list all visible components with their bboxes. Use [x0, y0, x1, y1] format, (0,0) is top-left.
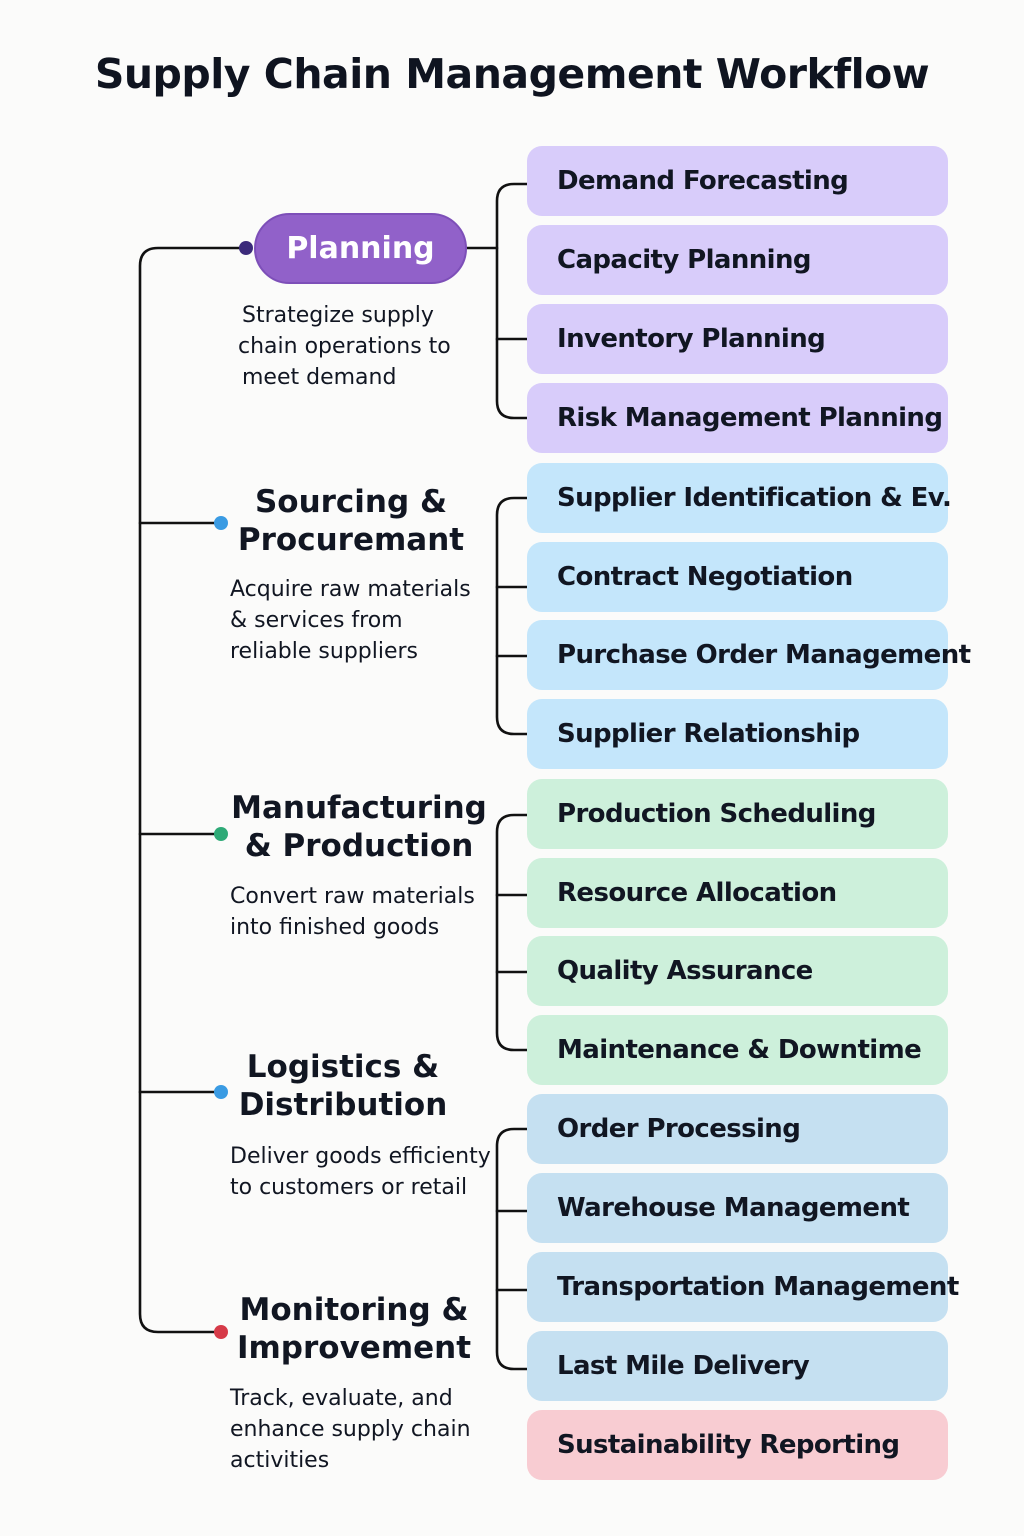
- task-inventory-planning[interactable]: Inventory Planning: [527, 304, 948, 374]
- manufacturing-dot: [214, 827, 228, 841]
- task-warehouse-management[interactable]: Warehouse Management: [527, 1173, 948, 1243]
- task-last-mile-delivery[interactable]: Last Mile Delivery: [527, 1331, 948, 1401]
- bracket-logistics: [495, 1127, 529, 1371]
- stage-planning-pill[interactable]: Planning: [254, 213, 467, 284]
- stage-manufacturing-title: Manufacturing & Production: [231, 790, 487, 864]
- task-purchase-order-management[interactable]: Purchase Order Management: [527, 620, 971, 690]
- task-demand-forecasting[interactable]: Demand Forecasting: [527, 146, 948, 216]
- stage-manufacturing-description: Convert raw materials into finished good…: [230, 884, 475, 940]
- task-supplier-relationship[interactable]: Supplier Relationship: [527, 699, 948, 769]
- stage-planning-title: Planning: [286, 231, 435, 266]
- stage-monitoring-title: Monitoring & Improvement: [236, 1292, 472, 1366]
- task-risk-management-planning[interactable]: Risk Management Planning: [527, 383, 948, 453]
- logistics-dot: [214, 1085, 228, 1099]
- bracket-sourcing: [495, 496, 529, 736]
- task-order-processing[interactable]: Order Processing: [527, 1094, 948, 1164]
- task-capacity-planning[interactable]: Capacity Planning: [527, 225, 948, 295]
- task-transportation-management[interactable]: Transportation Management: [527, 1252, 959, 1322]
- main-spine: [138, 246, 248, 1334]
- task-maintenance-downtime[interactable]: Maintenance & Downtime: [527, 1015, 948, 1085]
- planning-dot: [239, 241, 253, 255]
- task-production-scheduling[interactable]: Production Scheduling: [527, 779, 948, 849]
- monitoring-dot: [214, 1325, 228, 1339]
- stage-monitoring-description: Track, evaluate, and enhance supply chai…: [230, 1386, 471, 1473]
- task-quality-assurance[interactable]: Quality Assurance: [527, 936, 948, 1006]
- task-resource-allocation[interactable]: Resource Allocation: [527, 858, 948, 928]
- stage-sourcing-description: Acquire raw materials & services from re…: [230, 577, 471, 664]
- stage-sourcing-title: Sourcing & Procuremant: [237, 484, 465, 558]
- diagram-title: Supply Chain Management Workflow: [94, 50, 930, 98]
- bracket-planning: [495, 182, 529, 420]
- sourcing-dot: [214, 516, 228, 530]
- stage-logistics-title: Logistics & Distribution: [238, 1049, 448, 1123]
- stage-logistics-description: Deliver goods efficienty to customers or…: [230, 1144, 491, 1200]
- bracket-manufacturing: [495, 813, 529, 1052]
- task-contract-negotiation[interactable]: Contract Negotiation: [527, 542, 948, 612]
- stage-planning-description: Strategize supply chain operations to me…: [238, 303, 451, 390]
- task-sustainability-reporting[interactable]: Sustainability Reporting: [527, 1410, 948, 1480]
- task-supplier-identification[interactable]: Supplier Identification & Ev.: [527, 463, 952, 533]
